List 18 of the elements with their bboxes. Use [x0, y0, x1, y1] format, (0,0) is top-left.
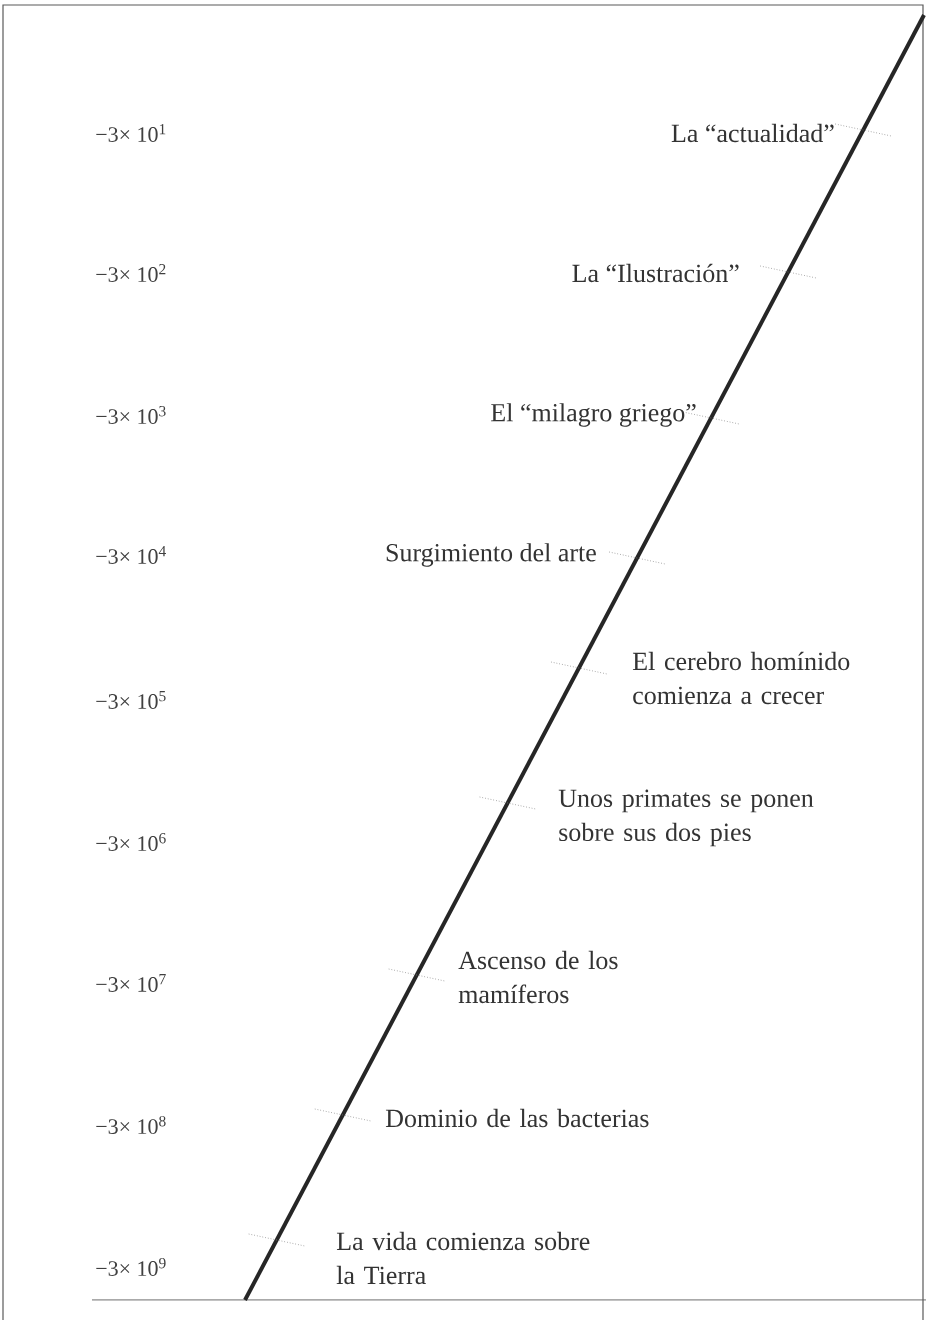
event-label: Dominio de las bacterias — [385, 1108, 649, 1128]
event-label: Surgimiento del arte — [386, 543, 596, 567]
event-label: El cerebro homínido comienza a crecer — [632, 651, 850, 705]
axis-label: −3× 10$^{8}$ — [96, 1116, 166, 1134]
axis-label: −3× 10$^{6}$ — [96, 833, 166, 851]
axis-label: −3× 10$^{9}$ — [96, 1258, 166, 1276]
event-label: La “Ilustración” — [572, 263, 739, 283]
event-label: Unos primates se ponen sobre sus dos pies — [558, 789, 814, 847]
axis-label: −3× 10$^{7}$ — [96, 974, 166, 992]
event-label: El “milagro griego” — [491, 403, 696, 427]
axis-label: −3× 10$^{4}$ — [96, 546, 166, 564]
axis-label: −3× 10$^{2}$ — [96, 264, 166, 282]
axis-label: −3× 10$^{1}$ — [96, 124, 166, 142]
event-label: La vida comienza sobre la Tierra — [336, 1231, 590, 1285]
axis-label: −3× 10$^{5}$ — [96, 691, 166, 709]
axis-label: −3× 10$^{3}$ — [96, 406, 166, 424]
event-label: La “actualidad” — [671, 123, 834, 143]
event-label: Ascenso de los mamíferos — [458, 950, 618, 1004]
